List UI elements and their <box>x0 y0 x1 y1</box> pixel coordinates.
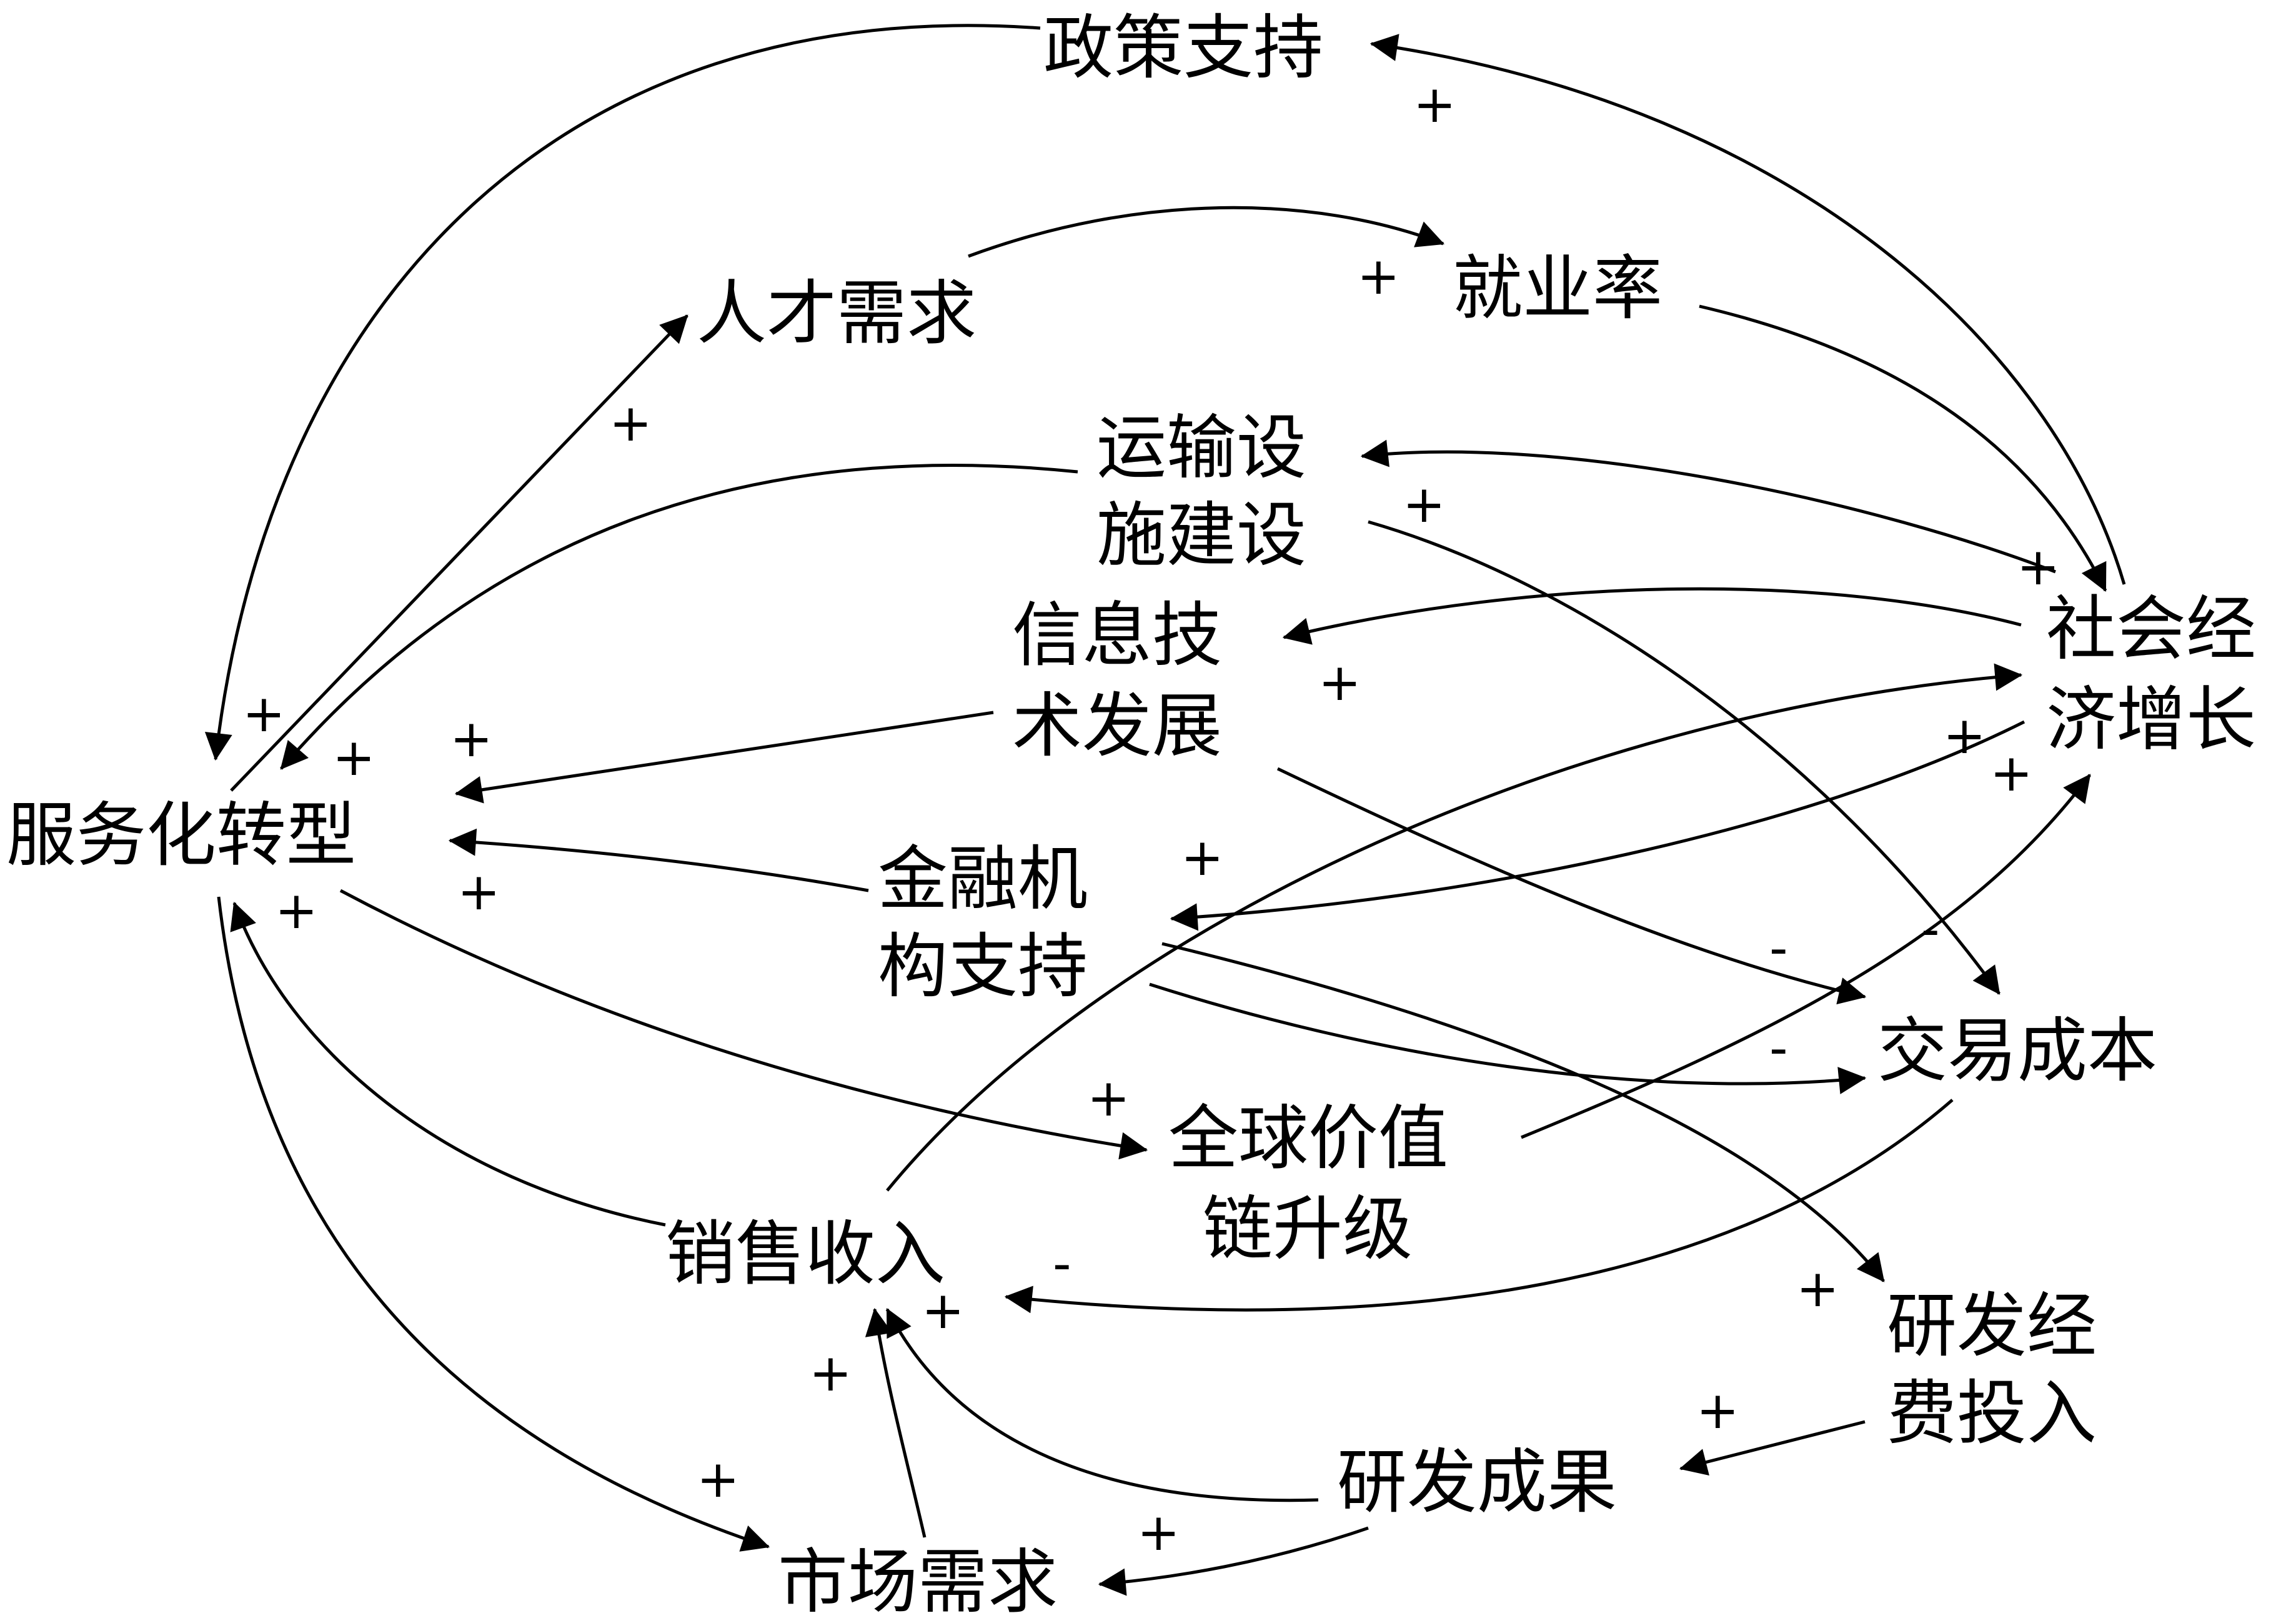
polarity-sign: - <box>1921 900 1940 959</box>
link-servitization-to-market <box>217 896 770 1552</box>
polarity-sign: + <box>697 1450 740 1509</box>
node-market-demand: 市场需求 <box>778 1542 1058 1618</box>
link-market-to-sales <box>865 1307 927 1538</box>
link-rd-investment-to-output <box>1679 1420 1866 1476</box>
polarity-sign: + <box>1357 247 1400 306</box>
link-sales-to-growth <box>886 663 2023 1192</box>
polarity-sign: + <box>332 728 375 787</box>
polarity-sign: - <box>1053 1234 1071 1294</box>
node-financial-support-line1: 金融机 <box>878 839 1088 920</box>
link-transport-to-transaction <box>1368 520 2001 995</box>
link-it-to-transaction <box>1276 767 1867 1005</box>
polarity-sign: + <box>1181 828 1224 887</box>
node-it-development-line2: 术发展 <box>1012 686 1222 767</box>
node-it-development-line1: 信息技 <box>1012 595 1222 676</box>
node-employment-rate: 就业率 <box>1453 248 1662 329</box>
node-transport-infra-line2: 施建设 <box>1096 495 1306 576</box>
node-policy-support: 政策支持 <box>1043 7 1323 89</box>
polarity-sign: + <box>1403 475 1446 534</box>
polarity-sign: + <box>1796 1259 1839 1319</box>
polarity-sign: + <box>922 1281 965 1341</box>
node-rd-investment-line2: 费投入 <box>1887 1373 2097 1454</box>
link-it-to-servitization <box>454 711 994 804</box>
links <box>204 24 2126 1596</box>
link-gvc-to-growth <box>1521 774 2091 1139</box>
link-rd-output-to-sales <box>885 1308 1319 1502</box>
polarity-sign: + <box>457 862 500 922</box>
polarity-sign: + <box>809 1344 852 1403</box>
node-gvc-upgrade-line1: 全球价值 <box>1168 1098 1448 1179</box>
link-growth-to-transport <box>1360 439 2056 574</box>
node-financial-support-line2: 构支持 <box>878 926 1088 1007</box>
node-transaction-cost: 交易成本 <box>1877 1011 2157 1092</box>
node-socioeconomic-growth-line2: 济增长 <box>2046 679 2256 761</box>
polarity-sign: + <box>1318 653 1361 712</box>
link-growth-to-financial <box>1170 720 2025 931</box>
nodes: 政策支持 人才需求 就业率 运输设 施建设 信息技 术发展 社会经 济增长 服务… <box>6 7 2256 1618</box>
polarity-sign: + <box>1943 706 1986 766</box>
polarity-sign: + <box>1137 1503 1180 1562</box>
link-sales-to-servitization <box>230 901 666 1227</box>
link-rd-output-to-market <box>1098 1526 1369 1596</box>
link-talent-to-employment <box>968 206 1445 258</box>
link-transport-to-servitization <box>280 463 1078 770</box>
polarity-sign: + <box>275 881 318 941</box>
node-rd-investment-line1: 研发经 <box>1887 1286 2097 1367</box>
polarity-sign: + <box>1413 75 1456 134</box>
link-employment-to-growth <box>1699 304 2107 592</box>
link-policy-to-servitization <box>204 24 1041 761</box>
polarity-sign: - <box>1769 1019 1788 1078</box>
link-servitization-to-talent <box>230 314 688 792</box>
polarity-signs: + + + + + + + - + + - + + - + + + + + - … <box>242 75 2060 1562</box>
polarity-sign: + <box>242 684 286 744</box>
polarity-sign: + <box>1696 1381 1739 1441</box>
node-gvc-upgrade-line2: 链升级 <box>1203 1189 1413 1270</box>
node-talent-demand: 人才需求 <box>697 273 977 354</box>
link-growth-to-it <box>1282 587 2022 645</box>
link-financial-to-transaction <box>1149 982 1867 1094</box>
link-transaction-to-sales <box>1004 1099 1954 1314</box>
node-transport-infra-line1: 运输设 <box>1096 407 1306 489</box>
node-servitization: 服务化转型 <box>6 795 356 876</box>
link-growth-to-policy <box>1369 34 2126 585</box>
polarity-sign: + <box>1990 744 2033 803</box>
polarity-sign: + <box>609 394 652 453</box>
polarity-sign: + <box>2017 537 2060 597</box>
polarity-sign: + <box>450 709 493 769</box>
link-servitization-to-gvc <box>339 889 1148 1160</box>
polarity-sign: + <box>1087 1069 1130 1128</box>
link-financial-to-servitization <box>448 828 869 892</box>
link-financial-to-rd-investment <box>1161 942 1885 1282</box>
node-sales-revenue: 销售收入 <box>665 1214 945 1295</box>
polarity-sign: - <box>1769 919 1788 978</box>
node-socioeconomic-growth-line1: 社会经 <box>2046 589 2256 670</box>
node-rd-output: 研发成果 <box>1337 1442 1617 1523</box>
